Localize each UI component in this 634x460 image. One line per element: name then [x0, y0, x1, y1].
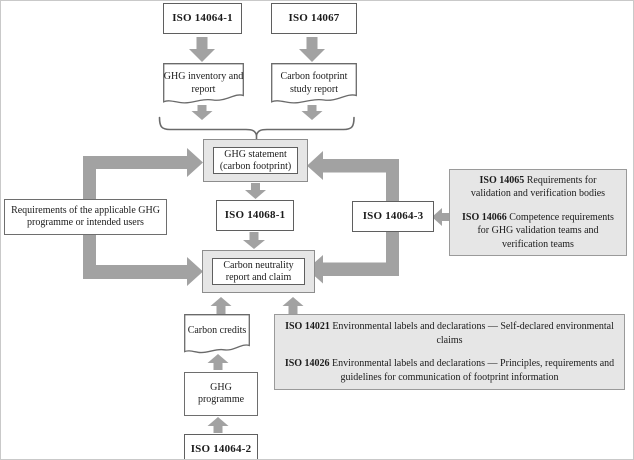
node-carbon-neutrality: Carbon neutrality report and claim	[202, 250, 315, 293]
info-box-validation-standards: ISO 14065 Requirements for validation an…	[449, 169, 627, 256]
info-item-label: ISO 14065	[479, 174, 525, 186]
arrow-footprint-report-to-brace	[301, 105, 323, 120]
node-iso-14064-2: ISO 14064-2	[184, 434, 258, 459]
node-iso-14064-3: ISO 14064-3	[352, 201, 434, 232]
arrow-ghg-programme-to-carbon-credits	[207, 354, 229, 370]
info-item-text: Environmental labels and declarations — …	[332, 321, 614, 346]
arrow-requirements-to-carbon-neutrality	[83, 235, 203, 286]
arrow-carbon-credits-to-carbon-neutrality	[210, 297, 232, 314]
arrow-validation-info-to-iso14064-3	[432, 208, 449, 226]
info-item-text: Environmental labels and declarations — …	[332, 358, 615, 383]
node-inner-box: Carbon neutrality report and claim	[212, 258, 305, 285]
document-shape-icon	[163, 63, 244, 104]
info-item-label: ISO 14021	[285, 321, 330, 332]
node-ghg-inventory-report: GHG inventory and report	[163, 63, 244, 104]
node-iso-14064-1: ISO 14064-1	[163, 3, 242, 34]
node-ghg-statement: GHG statement (carbon footprint)	[203, 139, 308, 182]
info-box-environmental-labels: ISO 14021 Environmental labels and decla…	[274, 314, 625, 390]
node-label: Carbon footprint study report	[280, 71, 348, 95]
arrow-iso14068-1-to-carbon-neutrality	[243, 232, 265, 249]
arrow-labels-info-to-carbon-neutrality	[282, 297, 304, 314]
node-ghg-programme: GHG programme	[184, 372, 258, 416]
arrow-iso14067-to-footprint-report	[299, 37, 325, 62]
document-shape-icon	[271, 63, 357, 104]
arrow-iso14064-3-to-ghg-statement	[307, 151, 399, 201]
node-label: Requirements of the applicable GHG progr…	[11, 204, 160, 229]
node-carbon-footprint-study-report: Carbon footprint study report	[271, 63, 357, 104]
info-item-text: Competence requirements for GHG validati…	[477, 211, 614, 250]
node-label: ISO 14067	[288, 11, 340, 24]
arrow-iso14064-1-to-inventory	[189, 37, 215, 62]
info-item-iso-14021: ISO 14021 Environmental labels and decla…	[284, 320, 615, 347]
node-inner-box: GHG statement (carbon footprint)	[213, 147, 298, 174]
node-iso-14067: ISO 14067	[271, 3, 357, 34]
arrow-requirements-to-ghg-statement	[83, 148, 203, 199]
info-item-text: Requirements for validation and verifica…	[470, 174, 606, 200]
node-carbon-credits: Carbon credits	[184, 314, 250, 354]
node-label: ISO 14068-1	[224, 208, 286, 221]
info-item-label: ISO 14066	[462, 211, 507, 223]
node-label: Carbon credits	[187, 325, 247, 336]
arrow-inventory-to-brace	[191, 105, 213, 120]
node-label: ISO 14064-3	[362, 209, 424, 222]
info-item-label: ISO 14026	[284, 358, 330, 369]
node-label: Carbon neutrality report and claim	[223, 259, 294, 283]
arrow-iso14064-3-to-carbon-neutrality	[307, 232, 399, 284]
info-item-iso-14026: ISO 14026 Environmental labels and decla…	[284, 357, 615, 384]
document-shape-icon	[184, 314, 250, 354]
arrow-ghg-statement-to-iso14068-1	[245, 183, 266, 199]
node-iso-14068-1: ISO 14068-1	[216, 200, 294, 231]
node-label: ISO 14064-1	[172, 11, 233, 24]
info-item-iso-14065: ISO 14065 Requirements for validation an…	[459, 174, 617, 201]
node-label: GHG statement (carbon footprint)	[219, 148, 292, 172]
arrow-iso14064-2-to-ghg-programme	[207, 417, 229, 433]
info-item-iso-14066: ISO 14066 Competence requirements for GH…	[459, 211, 617, 252]
node-label: GHG programme	[197, 381, 245, 406]
node-label: GHG inventory and report	[163, 71, 244, 95]
brace-join	[158, 116, 355, 141]
node-label: ISO 14064-2	[190, 443, 252, 456]
node-requirements: Requirements of the applicable GHG progr…	[4, 199, 167, 235]
